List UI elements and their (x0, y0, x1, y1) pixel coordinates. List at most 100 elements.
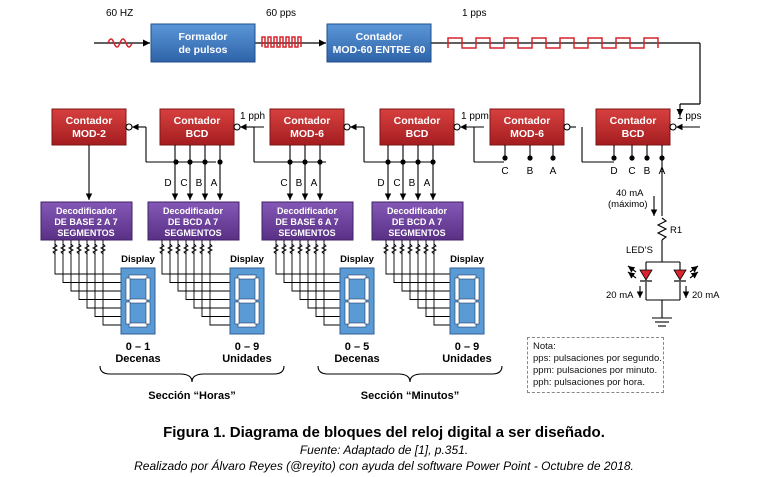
pin-d-seg: D (610, 166, 617, 177)
segment-resistor (414, 243, 422, 255)
segment-resistor (382, 243, 390, 255)
segment-resistor (390, 243, 398, 255)
segment-resistor (406, 243, 414, 255)
leds-label: LED’S (626, 245, 653, 256)
dec1-line2: DE BASE 2 A 7 (54, 217, 117, 227)
segment-resistor (174, 243, 182, 255)
pulse-wave-60pps (261, 36, 302, 48)
bcd-output-lines (85, 145, 663, 200)
segment-line (177, 240, 230, 292)
decoder-2: Decodificador DE BCD A 7 SEGMENTOS (147, 201, 240, 241)
dec2-line3: SEGMENTOS (164, 228, 221, 238)
mod60-line1: Contador (356, 31, 403, 43)
bcd-minutos-line1: Contador (394, 115, 441, 127)
segment-resistor (320, 243, 328, 255)
segment-line (393, 240, 450, 283)
display-label-4: Display (450, 254, 485, 265)
segment-line (86, 240, 121, 309)
segment-buses (51, 240, 450, 326)
segment-resistor (190, 243, 198, 255)
segment-line (94, 240, 121, 317)
decoder-3: Decodificador DE BASE 6 A 7 SEGMENTOS (261, 201, 354, 241)
formador-line1: Formador (178, 31, 227, 43)
segment-resistor (272, 243, 280, 255)
segment-resistor (51, 243, 59, 255)
pin-c-mod6s: C (501, 166, 508, 177)
segment-line (102, 240, 121, 326)
note-line-ppm: ppm: pulsaciones por minuto. (533, 365, 658, 376)
segment-line (185, 240, 230, 300)
dec3-line3: SEGMENTOS (278, 228, 335, 238)
digit-range-3: 0 – 5 (345, 341, 369, 353)
contador-mod6-horas-block: Contador MOD-6 (269, 108, 345, 146)
pin-a-min: A (424, 178, 431, 189)
segment-line (161, 240, 230, 275)
clock-block-diagram: 60 HZ 60 pps 1 pps Formador de pulsos Co… (40, 8, 720, 402)
counter-chain-links (125, 123, 700, 163)
digit-range-2: 0 – 9 (235, 341, 259, 353)
digit-name-1: Decenas (115, 353, 160, 365)
bcd-horas-line2: BCD (186, 128, 209, 140)
digit-name-3: Decenas (334, 353, 379, 365)
segment-resistor (422, 243, 430, 255)
contador-mod2-block: Contador MOD-2 (51, 108, 127, 146)
output-dots (173, 155, 665, 165)
dec3-line2: DE BASE 6 A 7 (275, 217, 338, 227)
segment-resistor (206, 243, 214, 255)
label-1pps-top: 1 pps (462, 8, 486, 19)
dec4-line1: Decodificador (387, 206, 448, 216)
label-1pps-right: 1 pps (677, 111, 701, 122)
pin-d-min: D (377, 178, 384, 189)
brace-horas (99, 365, 285, 383)
pin-b-horas: B (196, 178, 203, 189)
figure-title: Figura 1. Diagrama de bloques del reloj … (163, 424, 605, 441)
segment-line (425, 240, 450, 317)
note-line-pps: pps: pulsaciones por segundo. (533, 353, 662, 364)
mod2-line2: MOD-2 (72, 128, 106, 140)
dec4-line2: DE BCD A 7 (392, 217, 442, 227)
seven-segment-display-3 (339, 267, 375, 335)
pin-a-horas: A (211, 178, 218, 189)
segment-resistor (99, 243, 107, 255)
pin-c-min: C (393, 178, 400, 189)
decoder-4: Decodificador DE BCD A 7 SEGMENTOS (371, 201, 464, 241)
segment-resistor (198, 243, 206, 255)
pin-a-mod6s: A (550, 166, 557, 177)
bcd-seg-line1: Contador (610, 115, 657, 127)
legend-note: Nota: pps: pulsaciones por segundo. ppm:… (527, 337, 664, 393)
segment-resistor (280, 243, 288, 255)
pin-a-mod6h: A (311, 178, 318, 189)
dec1-line3: SEGMENTOS (57, 228, 114, 238)
pin-b-mod6s: B (527, 166, 534, 177)
segment-resistor (59, 243, 67, 255)
segment-resistor (166, 243, 174, 255)
seven-segment-displays (120, 267, 485, 335)
segment-resistor (312, 243, 320, 255)
segment-line (70, 240, 121, 292)
segment-line (209, 240, 230, 326)
led-current-left: 20 mA (606, 290, 634, 301)
dec2-line1: Decodificador (163, 206, 224, 216)
seven-segment-display-1 (120, 267, 156, 335)
formador-line2: de pulsos (178, 44, 227, 56)
led-current-right: 20 mA (692, 290, 720, 301)
formador-block: Formador de pulsos (150, 23, 256, 63)
segment-resistor (158, 243, 166, 255)
contador-bcd-horas-block: Contador BCD (159, 108, 235, 146)
label-60hz: 60 HZ (106, 8, 133, 19)
seven-segment-display-2 (229, 267, 265, 335)
digit-range-4: 0 – 9 (455, 341, 479, 353)
segment-line (299, 240, 340, 300)
sine-wave-60hz (107, 38, 133, 48)
segment-line (201, 240, 230, 317)
figure-credit: Realizado por Álvaro Reyes (@reyito) con… (134, 459, 634, 473)
pin-b-mod6h: B (296, 178, 303, 189)
bcd-seg-line2: BCD (622, 128, 645, 140)
segment-resistor (67, 243, 75, 255)
segment-line (409, 240, 450, 300)
seven-segment-display-4 (449, 267, 485, 335)
segment-line (62, 240, 121, 283)
note-line-pph: pph: pulsaciones por hora. (533, 377, 645, 388)
mod6-horas-line1: Contador (284, 115, 331, 127)
pin-b-seg: B (644, 166, 651, 177)
